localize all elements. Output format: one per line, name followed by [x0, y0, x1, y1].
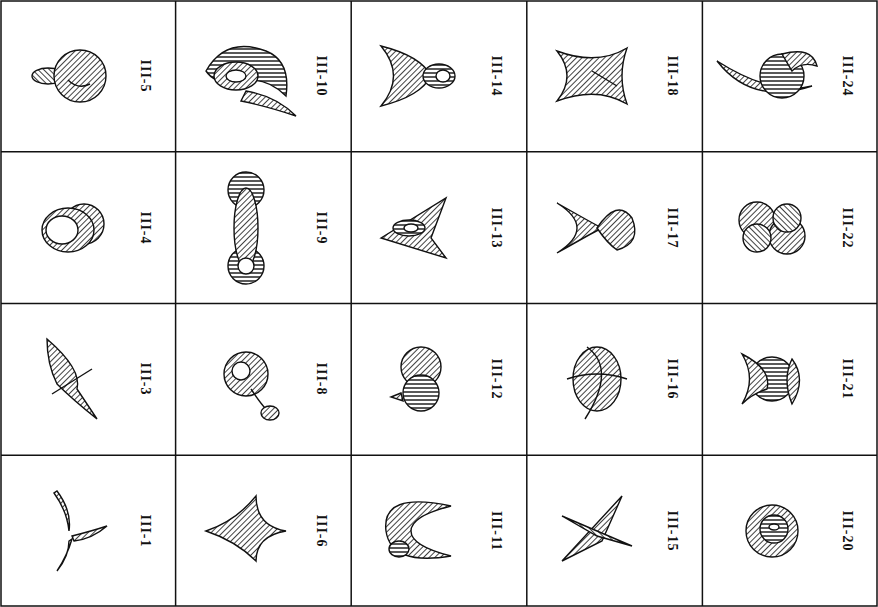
figure-number: III-11	[488, 511, 504, 551]
figure-number: III-17	[664, 207, 680, 248]
figure-number: III-3	[137, 363, 153, 396]
figure-number: III-6	[313, 515, 329, 548]
figure-number: III-16	[664, 359, 680, 400]
figure-number: III-24	[839, 55, 855, 96]
figure-number: III-13	[488, 207, 504, 248]
figure-number: III-22	[839, 207, 855, 248]
figure-number: III-15	[664, 511, 680, 552]
figure-number: III-14	[488, 55, 504, 96]
figure-number: III-8	[313, 363, 329, 396]
figure-number: III-9	[313, 211, 329, 244]
figure-number: III-5	[137, 59, 153, 92]
figure-number: III-21	[839, 359, 855, 400]
figure-number: III-1	[137, 515, 153, 548]
figure-number: III-20	[839, 511, 855, 552]
figure-number: III-18	[664, 55, 680, 96]
figure-number: III-10	[313, 55, 329, 96]
figure-number: III-4	[137, 211, 153, 244]
figure-number: III-12	[488, 359, 504, 400]
hatched-shapes	[32, 46, 817, 571]
